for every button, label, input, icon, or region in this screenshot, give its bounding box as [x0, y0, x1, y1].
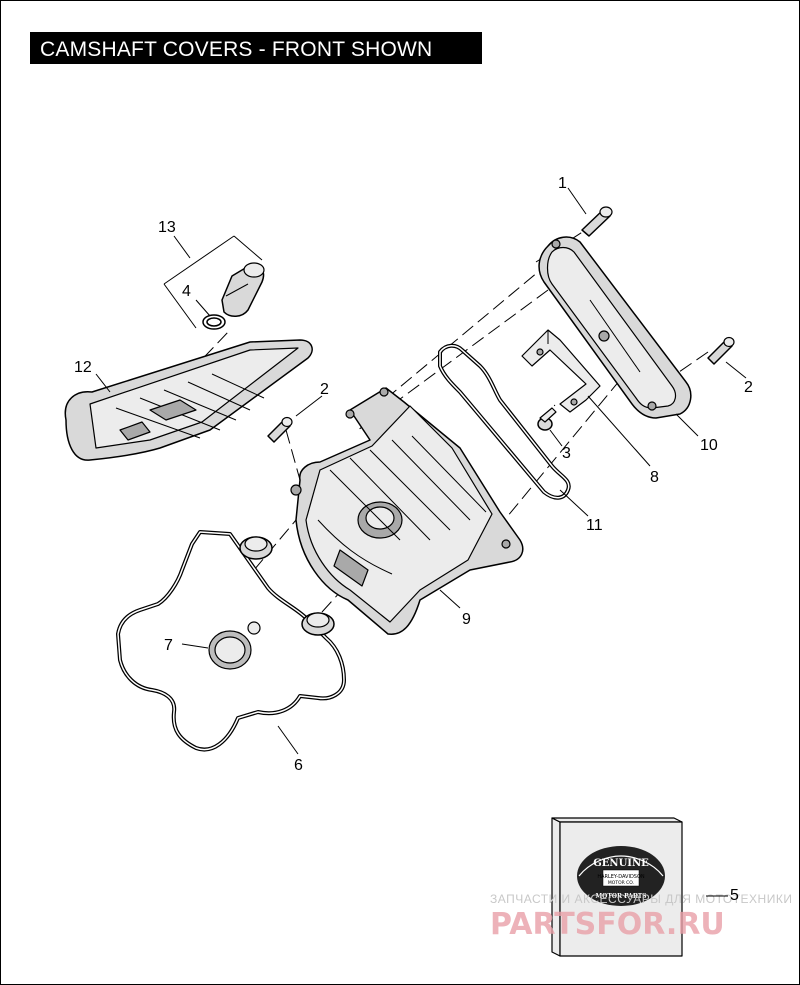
watermark-line-2: PARTSFOR.RU	[490, 907, 725, 942]
o-ring-4	[202, 314, 226, 330]
callout-10: 10	[700, 437, 718, 454]
callout-11: 11	[586, 517, 603, 534]
callout-1: 1	[558, 175, 567, 192]
bolt-2-left	[267, 416, 293, 443]
callout-9: 9	[462, 611, 471, 628]
callout-8: 8	[650, 469, 659, 486]
watermark-line-1: ЗАПЧАСТИ И АКСЕССУАРЫ ДЛЯ МОТОТЕХНИКИ	[490, 892, 792, 906]
bolt-2-right	[707, 336, 735, 365]
kit-box-5: GENUINE HARLEY-DAVIDSON MOTOR CO. MOTOR …	[551, 817, 683, 957]
logo-middle-text-1: HARLEY-DAVIDSON	[597, 874, 645, 880]
logo-bottom-text: MOTOR PARTS	[595, 893, 646, 900]
watermark: ЗАПЧАСТИ И АКСЕССУАРЫ ДЛЯ МОТОТЕХНИКИ PA…	[490, 892, 792, 942]
logo-top-text: GENUINE	[593, 858, 649, 869]
callout-4: 4	[182, 283, 191, 300]
logo-middle-text-2: MOTOR CO.	[608, 880, 634, 886]
lower-gasket-6	[116, 530, 346, 752]
callout-12: 12	[74, 359, 92, 376]
callout-numbers: 1 2 2 3 4 5 6 7 8 9 10 11 12 13	[74, 175, 753, 904]
leader-lines	[95, 187, 747, 897]
title-banner: CAMSHAFT COVERS - FRONT SHOWN	[30, 32, 482, 64]
callout-2-right: 2	[744, 379, 753, 396]
callout-6: 6	[294, 757, 303, 774]
callout-7: 7	[164, 637, 173, 654]
genuine-harley-davidson-logo: GENUINE HARLEY-DAVIDSON MOTOR CO. MOTOR …	[577, 846, 665, 906]
camshaft-cover-housing-9	[290, 387, 524, 635]
outer-camshaft-cover-10	[538, 236, 692, 419]
cover-gasket-11	[438, 343, 571, 500]
screw-3	[537, 407, 557, 431]
bolt-1	[581, 206, 613, 237]
breather-valve-13	[221, 262, 265, 317]
callout-5: 5	[730, 887, 739, 904]
diagram-title: CAMSHAFT COVERS - FRONT SHOWN	[40, 38, 432, 61]
callout-3: 3	[562, 445, 571, 462]
callout-2-left: 2	[320, 381, 329, 398]
top-cover-12	[64, 339, 313, 461]
o-ring-7	[208, 621, 261, 670]
callout-13: 13	[158, 219, 176, 236]
bracket-8	[521, 329, 601, 413]
